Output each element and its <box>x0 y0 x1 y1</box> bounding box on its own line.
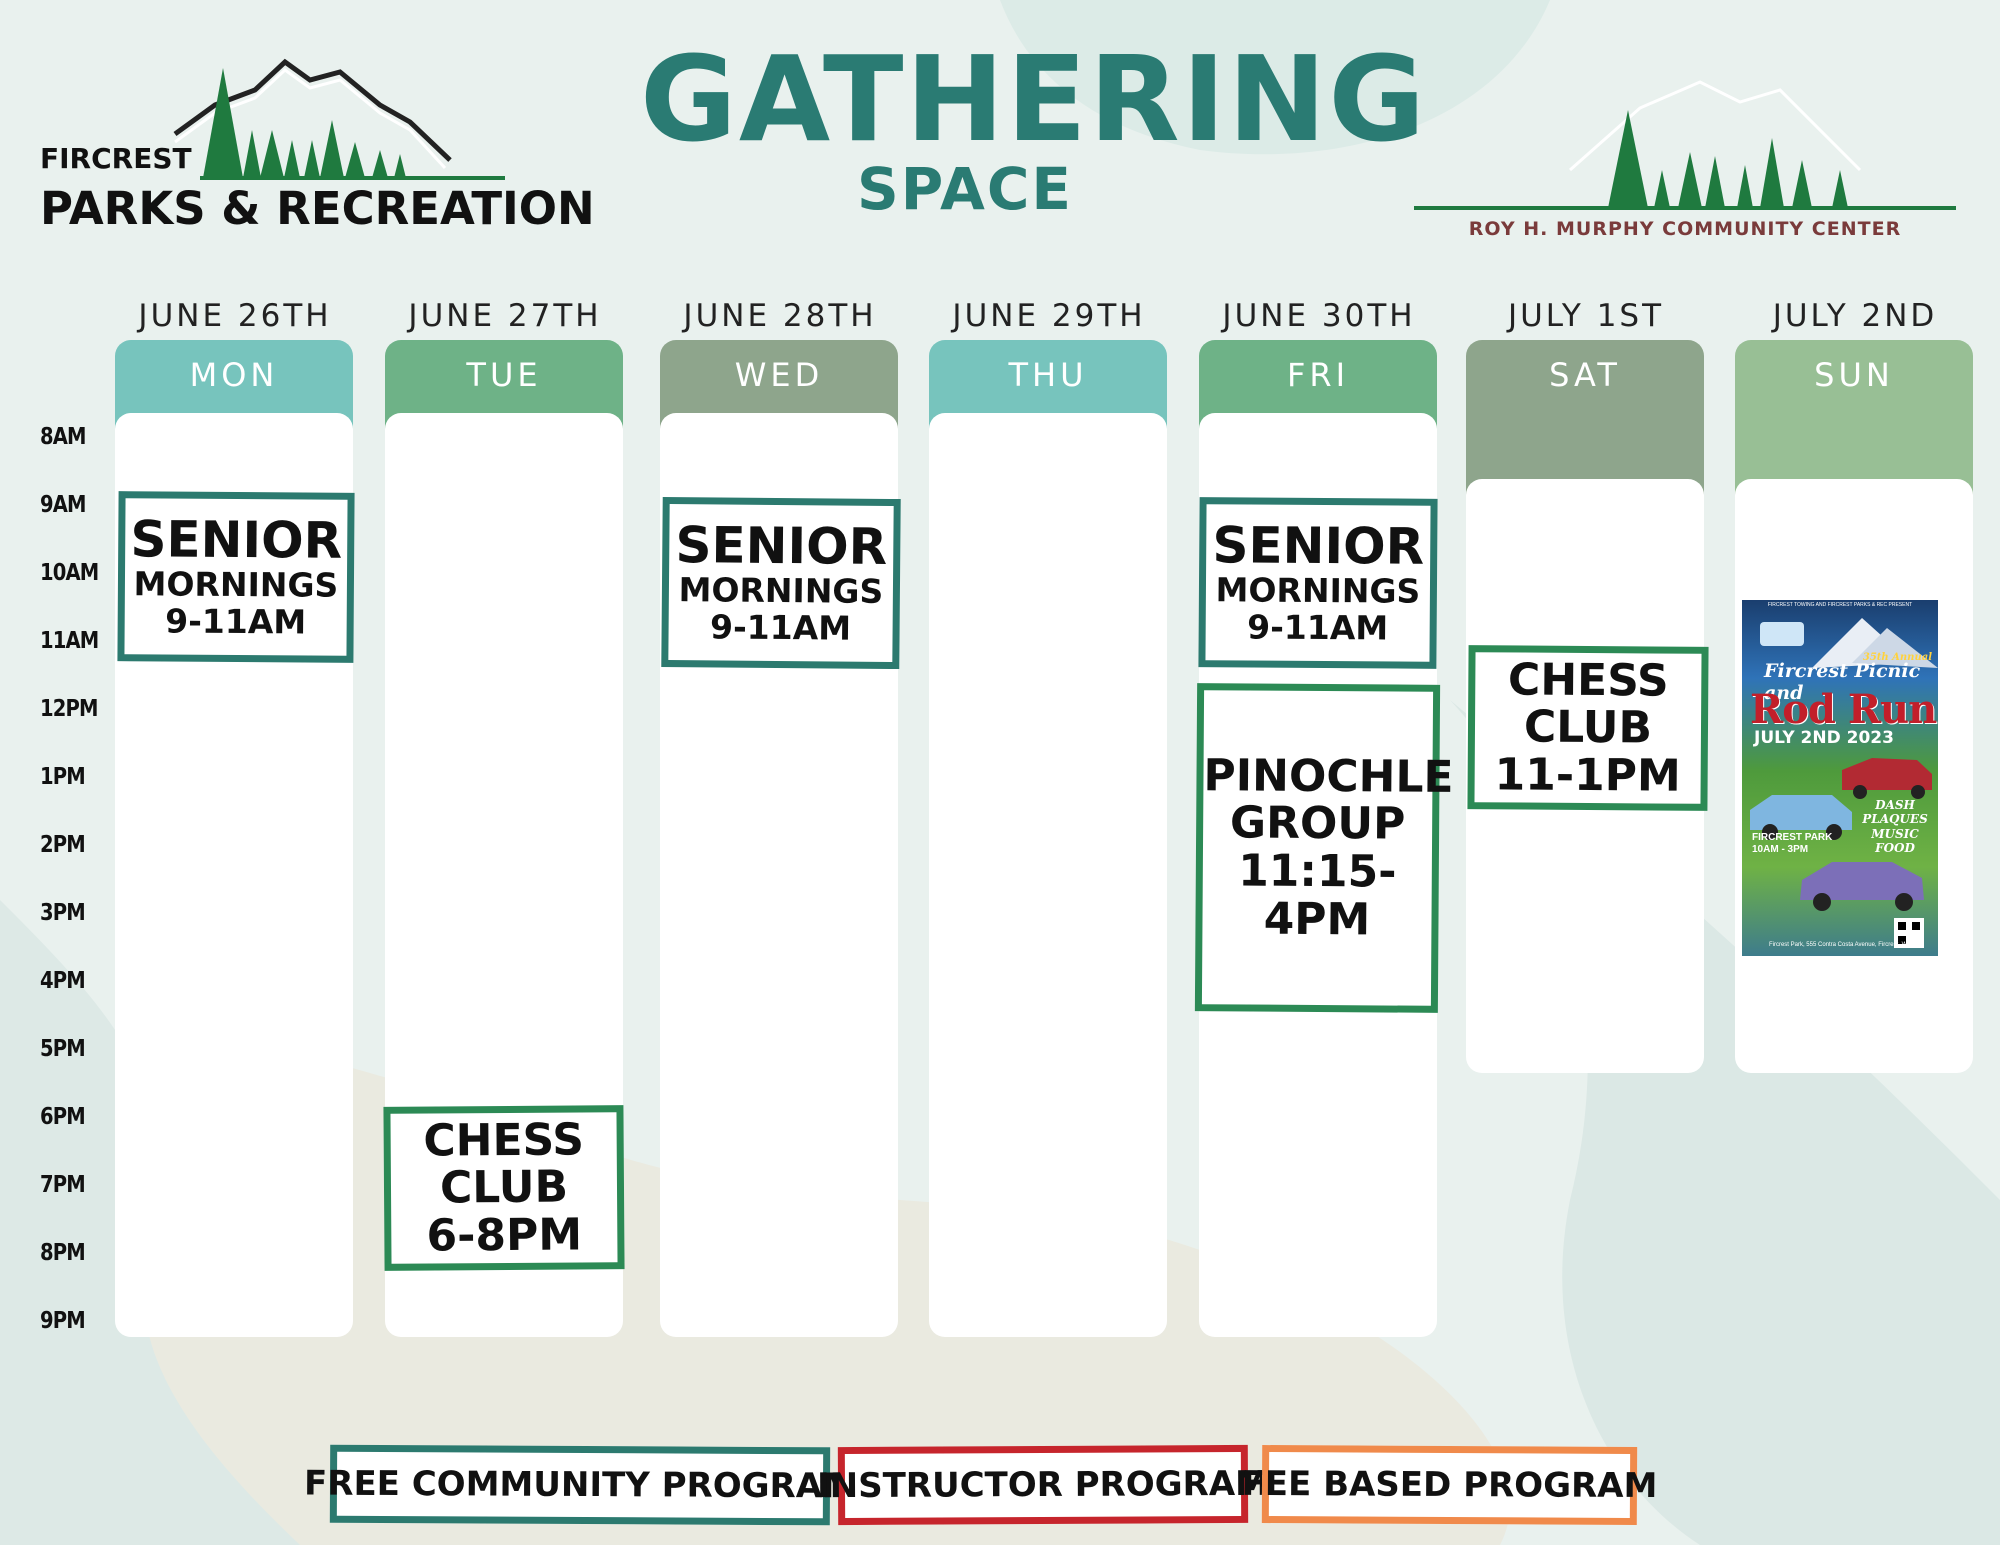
time-label: 5PM <box>40 1036 86 1062</box>
day-header-sun: SUN <box>1735 340 1973 500</box>
date-label: JUNE 29TH <box>952 298 1146 334</box>
time-label: 2PM <box>40 832 86 858</box>
poster-rod-run: Rod Run <box>1750 686 1937 733</box>
brand-small-text: FIRCREST <box>40 142 192 175</box>
event-title: SENIOR <box>675 515 888 576</box>
legend-label: FREE COMMUNITY PROGRAM <box>303 1463 857 1507</box>
legend-instructor-program: INSTRUCTOR PROGRAM <box>817 1444 1269 1526</box>
event-title: PINOCHLE <box>1203 750 1454 803</box>
center-name-text: ROY H. MURPHY COMMUNITY CENTER <box>1468 218 1902 240</box>
day-label: FRI <box>1286 356 1350 394</box>
date-label: JUNE 27TH <box>408 298 602 334</box>
poster-park-hours: FIRCREST PARK 10AM - 3PM <box>1752 832 1833 855</box>
event-subtitle: MORNINGS <box>1215 570 1421 611</box>
legend-fee-based-program: FEE BASED PROGRAM <box>1242 1445 1657 1525</box>
time-label: 1PM <box>40 764 86 790</box>
event-chess-club-sat[interactable]: CHESS CLUB 11-1PM <box>1467 645 1709 811</box>
time-label: 8PM <box>40 1240 86 1266</box>
mountain-trees-icon <box>173 58 505 180</box>
poster-date: JULY 2ND 2023 <box>1754 728 1894 748</box>
event-title: SENIOR <box>130 509 343 570</box>
page-title: GATHERING <box>640 30 1428 168</box>
day-label: WED <box>734 356 824 394</box>
day-label: MON <box>189 356 279 394</box>
poster-features: DASH PLAQUES MUSIC FOOD <box>1862 798 1928 856</box>
event-title: CHESS <box>423 1114 585 1167</box>
poster-address: Fircrest Park, 555 Contra Costa Avenue, … <box>1768 942 1912 948</box>
day-label: THU <box>1008 356 1088 394</box>
event-time: 6-8PM <box>426 1209 583 1262</box>
event-time: 9-11AM <box>165 601 307 642</box>
day-label: SAT <box>1549 356 1621 394</box>
legend-label: INSTRUCTOR PROGRAM <box>816 1463 1270 1507</box>
event-time: 11-1PM <box>1494 749 1681 802</box>
legend-free-community-program: FREE COMMUNITY PROGRAM <box>304 1444 856 1526</box>
date-label: JUNE 26TH <box>138 298 332 334</box>
time-label: 9PM <box>40 1308 86 1334</box>
day-header-sat: SAT <box>1466 340 1704 500</box>
event-time: 11:15-4PM <box>1237 845 1397 945</box>
time-label: 7PM <box>40 1172 86 1198</box>
poster-script-title: Fircrest Picnic and <box>1764 660 1921 704</box>
day-label: SUN <box>1814 356 1894 394</box>
time-label: 11AM <box>40 628 99 654</box>
time-label: 6PM <box>40 1104 86 1130</box>
car-icon <box>1750 758 1932 948</box>
page-subtitle: SPACE <box>856 155 1074 223</box>
date-label: JUNE 30TH <box>1222 298 1416 334</box>
time-label: 9AM <box>40 492 86 518</box>
time-label: 12PM <box>40 696 98 722</box>
event-subtitle: CLUB <box>439 1161 569 1214</box>
time-label: 8AM <box>40 424 86 450</box>
fircrest-parks-logo: FIRCREST PARKS & RECREATION <box>40 50 595 240</box>
day-column-thu <box>929 413 1167 1337</box>
event-chess-club-tue[interactable]: CHESS CLUB 6-8PM <box>383 1105 625 1271</box>
time-label: 4PM <box>40 968 86 994</box>
poster-header: FIRCREST TOWING AND FIRCREST PARKS & REC… <box>1767 602 1913 608</box>
mountain-icon <box>1760 618 1938 668</box>
time-label: 3PM <box>40 900 86 926</box>
event-senior-mornings-mon[interactable]: SENIOR MORNINGS 9-11AM <box>117 491 355 663</box>
time-label: 10AM <box>40 560 99 586</box>
event-pinochle-group[interactable]: PINOCHLE GROUP 11:15-4PM <box>1194 683 1454 1013</box>
legend-label: FEE BASED PROGRAM <box>1241 1463 1658 1507</box>
mountain-trees-icon <box>1414 80 1956 210</box>
event-subtitle: MORNINGS <box>678 570 884 612</box>
date-label: JUNE 28TH <box>683 298 877 334</box>
event-senior-mornings-wed[interactable]: SENIOR MORNINGS 9-11AM <box>661 496 901 670</box>
community-center-logo: ROY H. MURPHY COMMUNITY CENTER <box>1410 60 1960 250</box>
event-time: 9-11AM <box>1247 607 1389 648</box>
date-label: JULY 1ST <box>1507 298 1665 334</box>
rod-run-poster[interactable]: FIRCREST TOWING AND FIRCREST PARKS & REC… <box>1742 600 1938 956</box>
date-label: JULY 2ND <box>1772 298 1938 334</box>
poster-edition: 35th Annual <box>1862 652 1932 663</box>
event-subtitle: CLUB <box>1523 701 1653 754</box>
day-label: TUE <box>466 356 542 394</box>
event-title: SENIOR <box>1212 515 1425 576</box>
event-time: 9-11AM <box>709 607 852 648</box>
brand-big-text: PARKS & RECREATION <box>40 182 595 235</box>
event-subtitle: GROUP <box>1229 797 1406 851</box>
event-senior-mornings-fri[interactable]: SENIOR MORNINGS 9-11AM <box>1198 497 1438 669</box>
event-subtitle: MORNINGS <box>133 564 339 605</box>
event-title: CHESS <box>1507 654 1669 707</box>
